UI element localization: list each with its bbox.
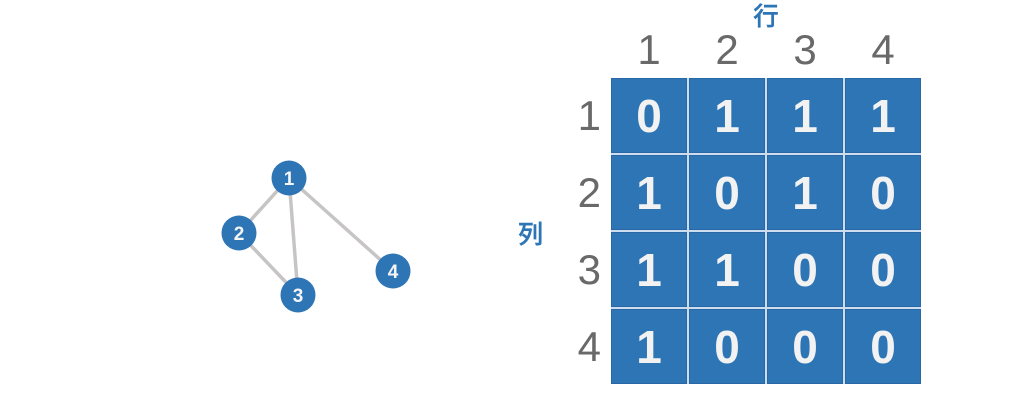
matrix-cell-3-3: 0 — [767, 232, 843, 307]
graph-node-3-circle — [280, 277, 316, 313]
graph-node-1-label: 1 — [284, 169, 295, 190]
adjacency-matrix: 0 1 1 1 1 0 1 0 1 1 0 0 1 0 0 0 — [611, 78, 921, 384]
matrix-cell-2-1: 1 — [611, 155, 687, 230]
matrix-cell-2-3: 1 — [767, 155, 843, 230]
col-header-2: 2 — [715, 26, 739, 73]
graph-node-4-label: 4 — [388, 262, 399, 283]
graph-node-2-label: 2 — [234, 224, 245, 245]
matrix-cell-4-1: 1 — [611, 309, 687, 384]
matrix-cell-1-4: 1 — [845, 78, 921, 153]
matrix-cell-2-2: 0 — [689, 155, 765, 230]
row-header-2: 2 — [577, 169, 601, 216]
graph-edge-1-3 — [287, 176, 300, 297]
matrix-cell-3-2: 1 — [689, 232, 765, 307]
col-header-4: 4 — [871, 26, 895, 73]
matrix-top-label: 行 — [753, 3, 779, 31]
col-header-1: 1 — [637, 26, 661, 73]
matrix-cell-1-2: 1 — [689, 78, 765, 153]
row-header-4: 4 — [577, 323, 601, 370]
graph-edge-1-4 — [287, 176, 395, 273]
graph-node-2: 2 — [221, 215, 257, 251]
col-header-3: 3 — [793, 26, 817, 73]
matrix-column-headers: 1 2 3 4 — [611, 24, 921, 74]
graph-node-2-circle — [221, 215, 257, 251]
matrix-cell-4-3: 0 — [767, 309, 843, 384]
graph-node-4: 4 — [375, 253, 411, 289]
graph-node-3: 3 — [280, 277, 316, 313]
matrix-row-headers: 1 2 3 4 — [529, 78, 601, 384]
row-header-1: 1 — [577, 92, 601, 139]
graph-node-3-label: 3 — [293, 286, 304, 307]
graph-node-1-circle — [271, 160, 307, 196]
matrix-cell-1-3: 1 — [767, 78, 843, 153]
matrix-cell-3-1: 1 — [611, 232, 687, 307]
matrix-left-label: 列 — [518, 221, 544, 249]
matrix-cell-2-4: 0 — [845, 155, 921, 230]
graph-node-1: 1 — [271, 160, 307, 196]
matrix-cell-3-4: 0 — [845, 232, 921, 307]
matrix-cell-4-2: 0 — [689, 309, 765, 384]
matrix-cell-4-4: 0 — [845, 309, 921, 384]
graph-diagram: 1 2 3 4 — [221, 160, 411, 313]
matrix-cell-1-1: 0 — [611, 78, 687, 153]
graph-node-4-circle — [375, 253, 411, 289]
row-header-3: 3 — [577, 246, 601, 293]
